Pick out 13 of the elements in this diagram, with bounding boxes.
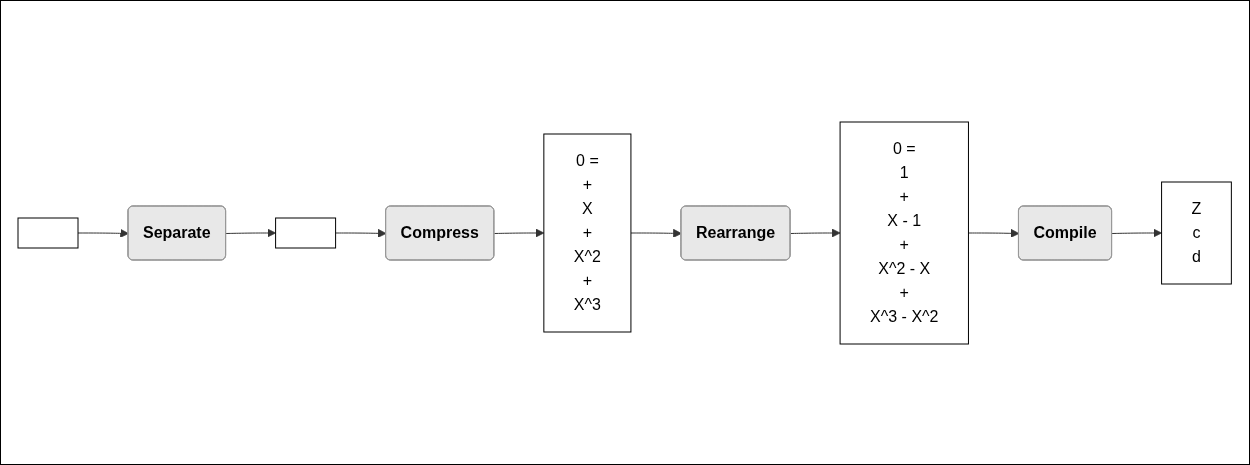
arrow	[968, 228, 1020, 238]
node-box	[17, 217, 79, 248]
node-box: 0 = 1 + X - 1 + X^2 - X + X^3 - X^2	[839, 121, 970, 344]
arrow	[225, 228, 277, 237]
arrow	[494, 228, 545, 237]
arrow	[1111, 228, 1163, 237]
node-box	[275, 217, 337, 248]
arrow	[630, 228, 683, 238]
arrow	[77, 228, 130, 238]
arrow	[335, 228, 387, 238]
node-box: Z c d	[1161, 181, 1233, 284]
node-box: 0 = + X + X^2 + X^3	[543, 133, 632, 332]
arrow	[790, 228, 841, 237]
